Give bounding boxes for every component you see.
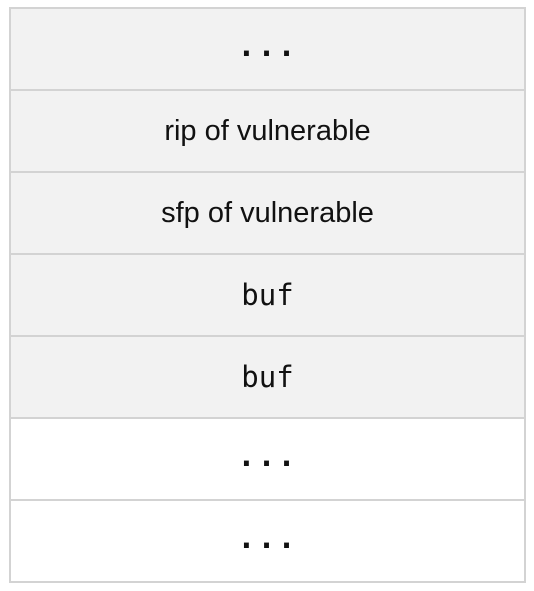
stack-cell-label: ... <box>237 520 298 556</box>
stack-cell-label: rip of vulnerable <box>164 114 371 147</box>
stack-cell-rip: rip of vulnerable <box>11 91 524 173</box>
stack-cell-ellipsis-top: ... <box>11 9 524 91</box>
stack-cell-buf-2: buf <box>11 337 524 419</box>
stack-cell-label: ... <box>237 28 298 64</box>
stack-cell-ellipsis-lower-2: ... <box>11 501 524 581</box>
stack-cell-buf-1: buf <box>11 255 524 337</box>
stack-cell-label: ... <box>237 438 298 474</box>
stack-cell-label: buf <box>241 360 294 394</box>
stack-cell-sfp: sfp of vulnerable <box>11 173 524 255</box>
stack-diagram: ... rip of vulnerable sfp of vulnerable … <box>9 7 526 583</box>
stack-cell-label: sfp of vulnerable <box>161 196 374 229</box>
stack-cell-label: buf <box>241 278 294 312</box>
stack-cell-ellipsis-lower-1: ... <box>11 419 524 501</box>
